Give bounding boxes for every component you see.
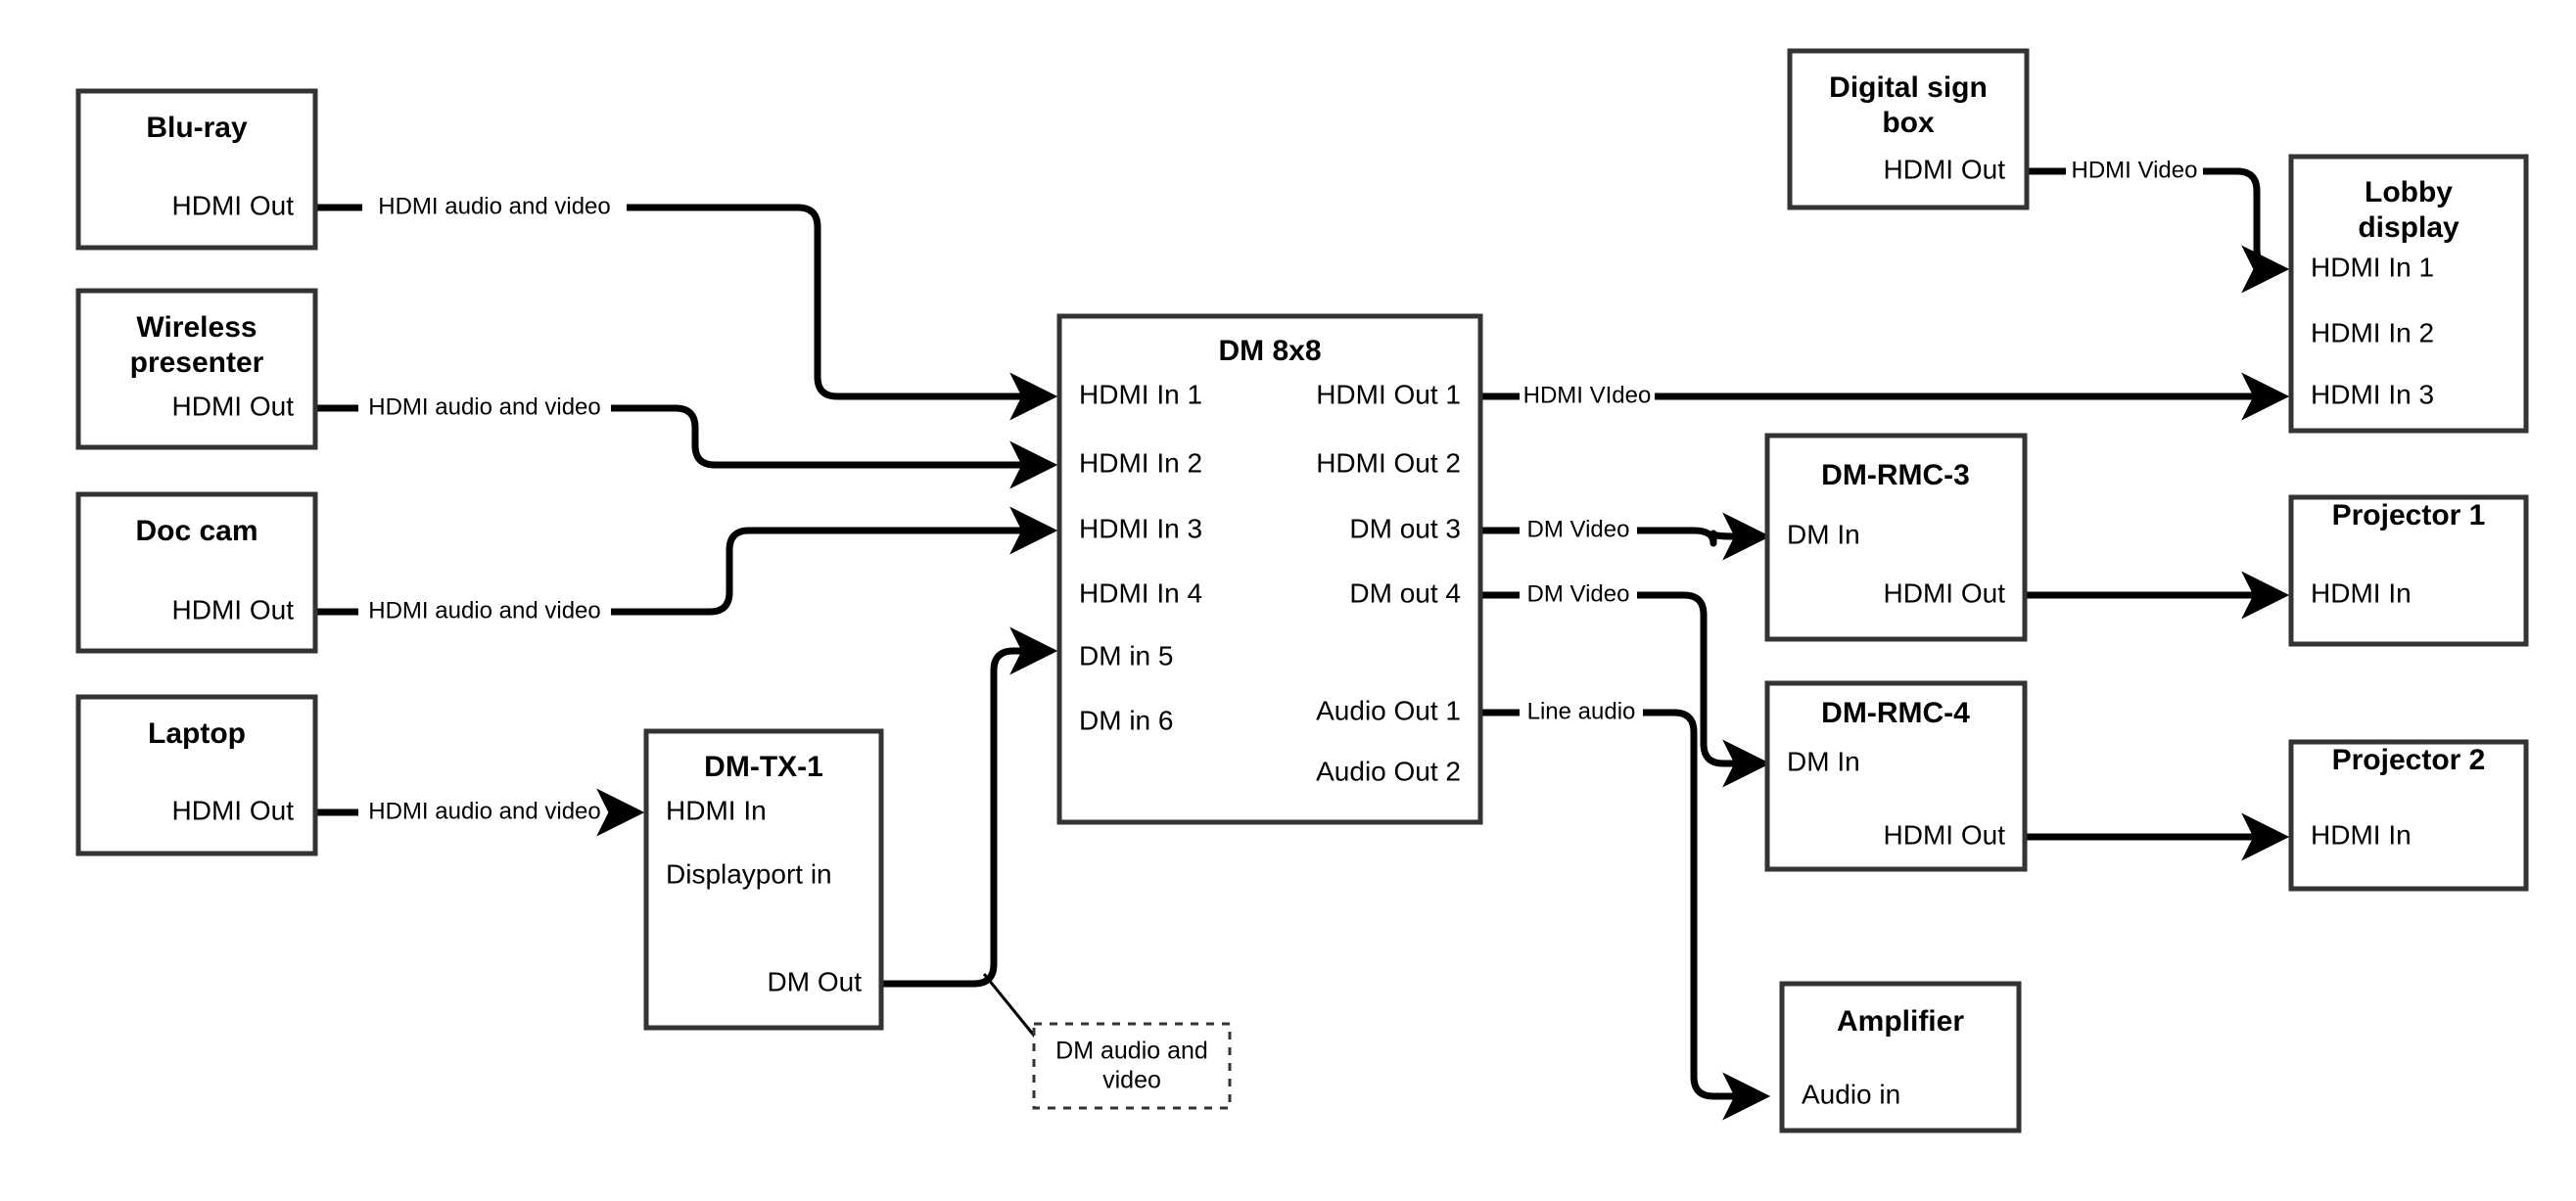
wire-label-dmout3: DM Video <box>1527 516 1630 542</box>
wireless-presenter-title-line2: presenter <box>130 346 264 379</box>
amplifier-port-audio-in[interactable]: Audio in <box>1802 1079 1900 1109</box>
dm-8x8-output-hdmi-out-1[interactable]: HDMI Out 1 <box>1316 379 1461 409</box>
dm-8x8-input-dm-in-5[interactable]: DM in 5 <box>1079 640 1173 670</box>
connection-doccam-to-dm8x8: HDMI audio and video <box>315 506 1058 624</box>
connection-dm8x8-out1-to-lobby: HDMI VIdeo <box>1480 372 2290 421</box>
wire-label-wireless: HDMI audio and video <box>368 393 600 420</box>
bluray-title: Blu-ray <box>146 112 248 144</box>
device-dm-rmc-4[interactable]: DM-RMC-4 DM In HDMI Out <box>1764 680 2028 872</box>
dm-8x8-input-hdmi-in-2[interactable]: HDMI In 2 <box>1079 447 1202 478</box>
bluray-port-hdmi-out[interactable]: HDMI Out <box>172 190 295 220</box>
callout-dm-audio-and-video: DM audio and video <box>1032 1022 1232 1110</box>
dm-8x8-output-dm-out-4[interactable]: DM out 4 <box>1349 577 1461 608</box>
amplifier-title: Amplifier <box>1837 1005 1964 1038</box>
dm-rmc-4-port-dm-in[interactable]: DM In <box>1787 746 1860 776</box>
dm-8x8-input-hdmi-in-4[interactable]: HDMI In 4 <box>1079 577 1202 608</box>
connection-dm8x8-out3-to-rmc3: DM Video <box>1480 512 1771 561</box>
device-projector-1[interactable]: Projector 1 HDMI In <box>2288 494 2529 647</box>
connection-dmtx1-to-dm8x8 <box>881 626 1058 1053</box>
projector-2-port-hdmi-in[interactable]: HDMI In <box>2311 819 2412 850</box>
dm-8x8-input-dm-in-6[interactable]: DM in 6 <box>1079 705 1173 735</box>
wireless-presenter-title-line1: Wireless <box>136 311 257 344</box>
device-laptop[interactable]: Laptop HDMI Out <box>75 694 318 856</box>
connection-laptop-to-dmtx1: HDMI audio and video <box>315 788 645 837</box>
projector-2-title: Projector 2 <box>2332 744 2486 776</box>
wire-label-lineaudio: Line audio <box>1527 698 1636 724</box>
digital-sign-box-title-line2: box <box>1882 107 1935 139</box>
wire-label-bluray: HDMI audio and video <box>378 193 610 219</box>
dm-tx-1-port-dm-out[interactable]: DM Out <box>768 966 863 996</box>
dm-8x8-output-hdmi-out-2[interactable]: HDMI Out 2 <box>1316 447 1461 478</box>
lobby-display-title-line1: Lobby <box>2365 176 2453 208</box>
device-amplifier[interactable]: Amplifier Audio in <box>1779 981 2022 1133</box>
connection-dm8x8-out4-to-rmc4: DM Video <box>1480 580 1771 788</box>
wireless-presenter-port-hdmi-out[interactable]: HDMI Out <box>172 391 295 421</box>
device-doc-cam[interactable]: Doc cam HDMI Out <box>75 491 318 654</box>
device-dm-tx-1[interactable]: DM-TX-1 HDMI In Displayport in DM Out <box>643 728 884 1031</box>
dm-rmc-4-port-hdmi-out[interactable]: HDMI Out <box>1884 819 2006 850</box>
dm-8x8-output-audio-out-1[interactable]: Audio Out 1 <box>1316 695 1461 725</box>
connection-wireless-to-dm8x8: HDMI audio and video <box>315 393 1058 489</box>
dm-tx-1-port-displayport-in[interactable]: Displayport in <box>666 858 832 889</box>
device-digital-sign-box[interactable]: Digital sign box HDMI Out <box>1787 48 2030 210</box>
device-dm-rmc-3[interactable]: DM-RMC-3 DM In HDMI Out <box>1764 433 2028 642</box>
device-bluray[interactable]: Blu-ray HDMI Out <box>75 88 318 251</box>
projector-1-port-hdmi-in[interactable]: HDMI In <box>2311 577 2412 608</box>
digital-sign-box-title-line1: Digital sign <box>1829 71 1988 104</box>
lobby-display-port-hdmi-in-1[interactable]: HDMI In 1 <box>2311 252 2434 282</box>
wire-label-laptop: HDMI audio and video <box>368 798 600 824</box>
callout-line1: DM audio and <box>1055 1038 1208 1065</box>
wire-label-dmout4: DM Video <box>1527 580 1630 607</box>
dm-8x8-title: DM 8x8 <box>1218 335 1321 367</box>
wire-label-digitalsign: HDMI Video <box>2072 157 2198 183</box>
lobby-display-title-line2: display <box>2358 211 2459 244</box>
laptop-title: Laptop <box>148 717 246 750</box>
wire-label-hdmi-out1: HDMI VIdeo <box>1523 382 1652 408</box>
lobby-display-port-hdmi-in-3[interactable]: HDMI In 3 <box>2311 379 2434 409</box>
device-projector-2[interactable]: Projector 2 HDMI In <box>2288 739 2529 892</box>
dm-8x8-input-hdmi-in-1[interactable]: HDMI In 1 <box>1079 379 1202 409</box>
dm-tx-1-port-hdmi-in[interactable]: HDMI In <box>666 795 767 825</box>
dm-8x8-output-audio-out-2[interactable]: Audio Out 2 <box>1316 756 1461 786</box>
device-wireless-presenter[interactable]: Wireless presenter HDMI Out <box>75 288 318 450</box>
dm-8x8-output-dm-out-3[interactable]: DM out 3 <box>1349 513 1461 543</box>
device-dm-8x8[interactable]: DM 8x8 HDMI In 1 HDMI In 2 HDMI In 3 HDM… <box>1056 313 1483 825</box>
projector-1-title: Projector 1 <box>2332 499 2486 531</box>
dm-tx-1-title: DM-TX-1 <box>704 751 823 783</box>
lobby-display-port-hdmi-in-2[interactable]: HDMI In 2 <box>2311 317 2434 347</box>
doc-cam-title: Doc cam <box>135 515 258 547</box>
dm-8x8-input-hdmi-in-3[interactable]: HDMI In 3 <box>1079 513 1202 543</box>
callout-line2: video <box>1102 1067 1161 1094</box>
wire-label-doccam: HDMI audio and video <box>368 597 600 624</box>
doc-cam-port-hdmi-out[interactable]: HDMI Out <box>172 594 295 624</box>
device-lobby-display[interactable]: Lobby display HDMI In 1 HDMI In 2 HDMI I… <box>2288 154 2529 434</box>
connection-bluray-to-dm8x8: HDMI audio and video <box>315 193 1058 421</box>
connection-digitalsign-to-lobby: HDMI Video <box>2027 157 2290 294</box>
laptop-port-hdmi-out[interactable]: HDMI Out <box>172 795 295 825</box>
dm-rmc-3-port-hdmi-out[interactable]: HDMI Out <box>1884 577 2006 608</box>
dm-rmc-3-title: DM-RMC-3 <box>1821 459 1970 491</box>
dm-rmc-4-title: DM-RMC-4 <box>1821 697 1970 729</box>
connection-dm8x8-audio1-to-amplifier: Line audio <box>1480 698 1771 1121</box>
digital-sign-box-port-hdmi-out[interactable]: HDMI Out <box>1884 154 2006 184</box>
dm-rmc-3-port-dm-in[interactable]: DM In <box>1787 519 1860 549</box>
